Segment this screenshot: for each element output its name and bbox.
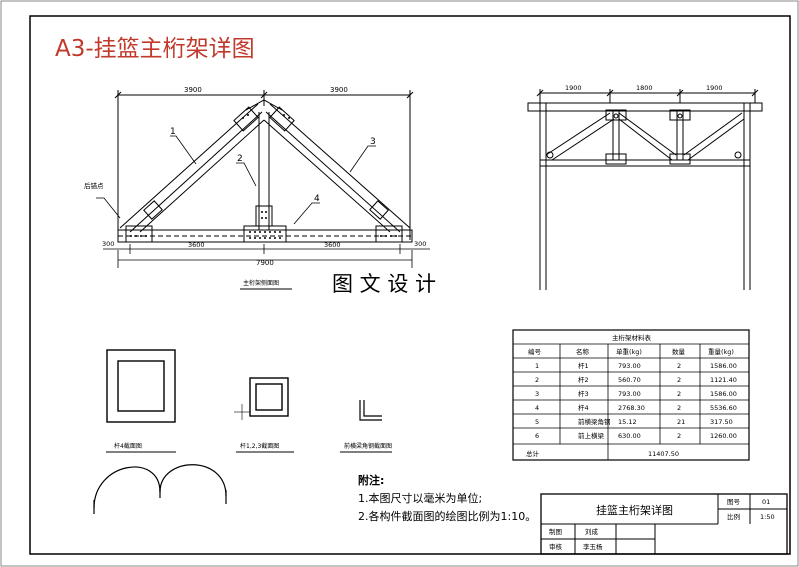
arch-sketch [93, 464, 227, 514]
cell-no: 1 [535, 362, 539, 370]
rod123-section-label: 杆1,2,3截面图 [240, 442, 279, 450]
front-dim-1: 1900 [565, 84, 582, 92]
top-dim-right: 3900 [330, 86, 348, 94]
title-block-design-name: 刘成 [585, 527, 599, 536]
cell-qty: 21 [677, 418, 685, 426]
cell-name: 杆1 [578, 361, 589, 370]
top-dim-left: 3900 [184, 86, 202, 94]
cell-name: 杆3 [578, 389, 589, 398]
front-dim-3: 1900 [706, 84, 723, 92]
leader-label-3: 3 [370, 137, 376, 147]
table-headers: 编号 名称 单重(kg) 数量 重量(kg) [528, 347, 734, 356]
cell-weight: 317.50 [710, 418, 733, 426]
cell-weight: 1260.00 [710, 432, 737, 440]
table-total-label: 总计 [526, 449, 540, 458]
cell-qty: 2 [677, 432, 681, 440]
front-truss-view [527, 89, 763, 290]
th-no: 编号 [528, 347, 542, 356]
title-block-scale-label: 比例 [727, 512, 740, 521]
side-view-label: 主桁架侧面图 [243, 279, 279, 287]
bottom-dim-left: 3600 [188, 241, 205, 249]
rod4-section-label: 杆4截面图 [114, 442, 142, 450]
bolt-holes [130, 114, 397, 239]
cell-weight: 1586.00 [710, 362, 737, 370]
bottom-dimension-lines [103, 244, 430, 268]
cell-qty: 2 [677, 362, 681, 370]
cell-unit-weight: 793.00 [618, 390, 641, 398]
angle-section [359, 400, 382, 421]
th-name: 名称 [576, 347, 590, 356]
part-leader-labels: 1 2 3 4 [170, 127, 376, 204]
cell-name: 杆4 [578, 403, 589, 412]
part-leaders [96, 135, 376, 225]
title-block-design-label: 制图 [549, 527, 562, 536]
leader-label-1: 1 [170, 127, 176, 137]
leader-label-2: 2 [237, 154, 243, 164]
table-caption: 主桁架材料表 [612, 333, 652, 342]
title-block-scale: 1:50 [760, 513, 775, 521]
table-body: 1 杆1 793.00 2 1586.00 2 杆2 560.70 2 1121.40 3 杆3 793… [535, 361, 737, 440]
angle-section-label: 前横梁角钢截面图 [344, 442, 392, 450]
title-block-review-name: 李玉杨 [583, 542, 603, 551]
cell-name: 杆2 [578, 375, 589, 384]
cell-no: 4 [535, 404, 539, 412]
note-line-2: 2.各构件截面图的绘图比例为1:10。 [358, 509, 536, 523]
cell-qty: 2 [677, 376, 681, 384]
cell-no: 3 [535, 390, 539, 398]
bottom-dim-right: 3600 [324, 241, 341, 249]
title-block-sheet-no: 01 [762, 498, 770, 506]
cell-name: 前横梁角钢 [578, 417, 611, 426]
cell-no: 2 [535, 376, 539, 384]
notes-heading: 附注: [358, 473, 384, 487]
title-block-review-label: 审核 [549, 542, 563, 551]
sheet-title: A3-挂篮主桁架详图 [55, 36, 255, 62]
inner-frame [29, 15, 791, 555]
end-dim-right: 300 [414, 240, 426, 248]
th-qty: 数量 [672, 347, 686, 356]
end-dim-left: 300 [102, 240, 114, 248]
cell-unit-weight: 15.12 [618, 418, 637, 426]
cell-unit-weight: 793.00 [618, 362, 641, 370]
rear-anchor-note: 后锚点 [84, 181, 104, 190]
leader-label-4: 4 [314, 194, 320, 204]
title-block-drawing-name: 挂篮主桁架详图 [596, 503, 673, 517]
cell-qty: 2 [677, 404, 681, 412]
material-table [512, 329, 750, 461]
note-line-1: 1.本图尺寸以毫米为单位; [358, 491, 482, 505]
cell-weight: 1121.40 [710, 376, 737, 384]
cell-unit-weight: 560.70 [618, 376, 641, 384]
table-total-value: 11407.50 [648, 450, 679, 458]
cell-name: 前上横梁 [578, 431, 605, 440]
main-truss-side-view [114, 90, 414, 243]
cell-weight: 1586.00 [710, 390, 737, 398]
front-dim-2: 1800 [636, 84, 653, 92]
cell-no: 5 [535, 418, 539, 426]
title-block-sheet-no-label: 图号 [727, 498, 741, 506]
cell-unit-weight: 2768.30 [618, 404, 645, 412]
watermark: 图 文 设 计 [332, 272, 436, 296]
cell-no: 6 [535, 432, 539, 440]
cell-unit-weight: 630.00 [618, 432, 641, 440]
title-block [540, 493, 788, 555]
rod123-section [249, 377, 289, 417]
th-weight: 重量(kg) [708, 348, 734, 356]
cell-weight: 5536.60 [710, 404, 737, 412]
th-unit-weight: 单重(kg) [616, 347, 642, 356]
cell-qty: 2 [677, 390, 681, 398]
rod123-dim-marks [234, 404, 250, 420]
rod4-section [106, 349, 176, 423]
overall-dim: 7900 [256, 259, 274, 267]
